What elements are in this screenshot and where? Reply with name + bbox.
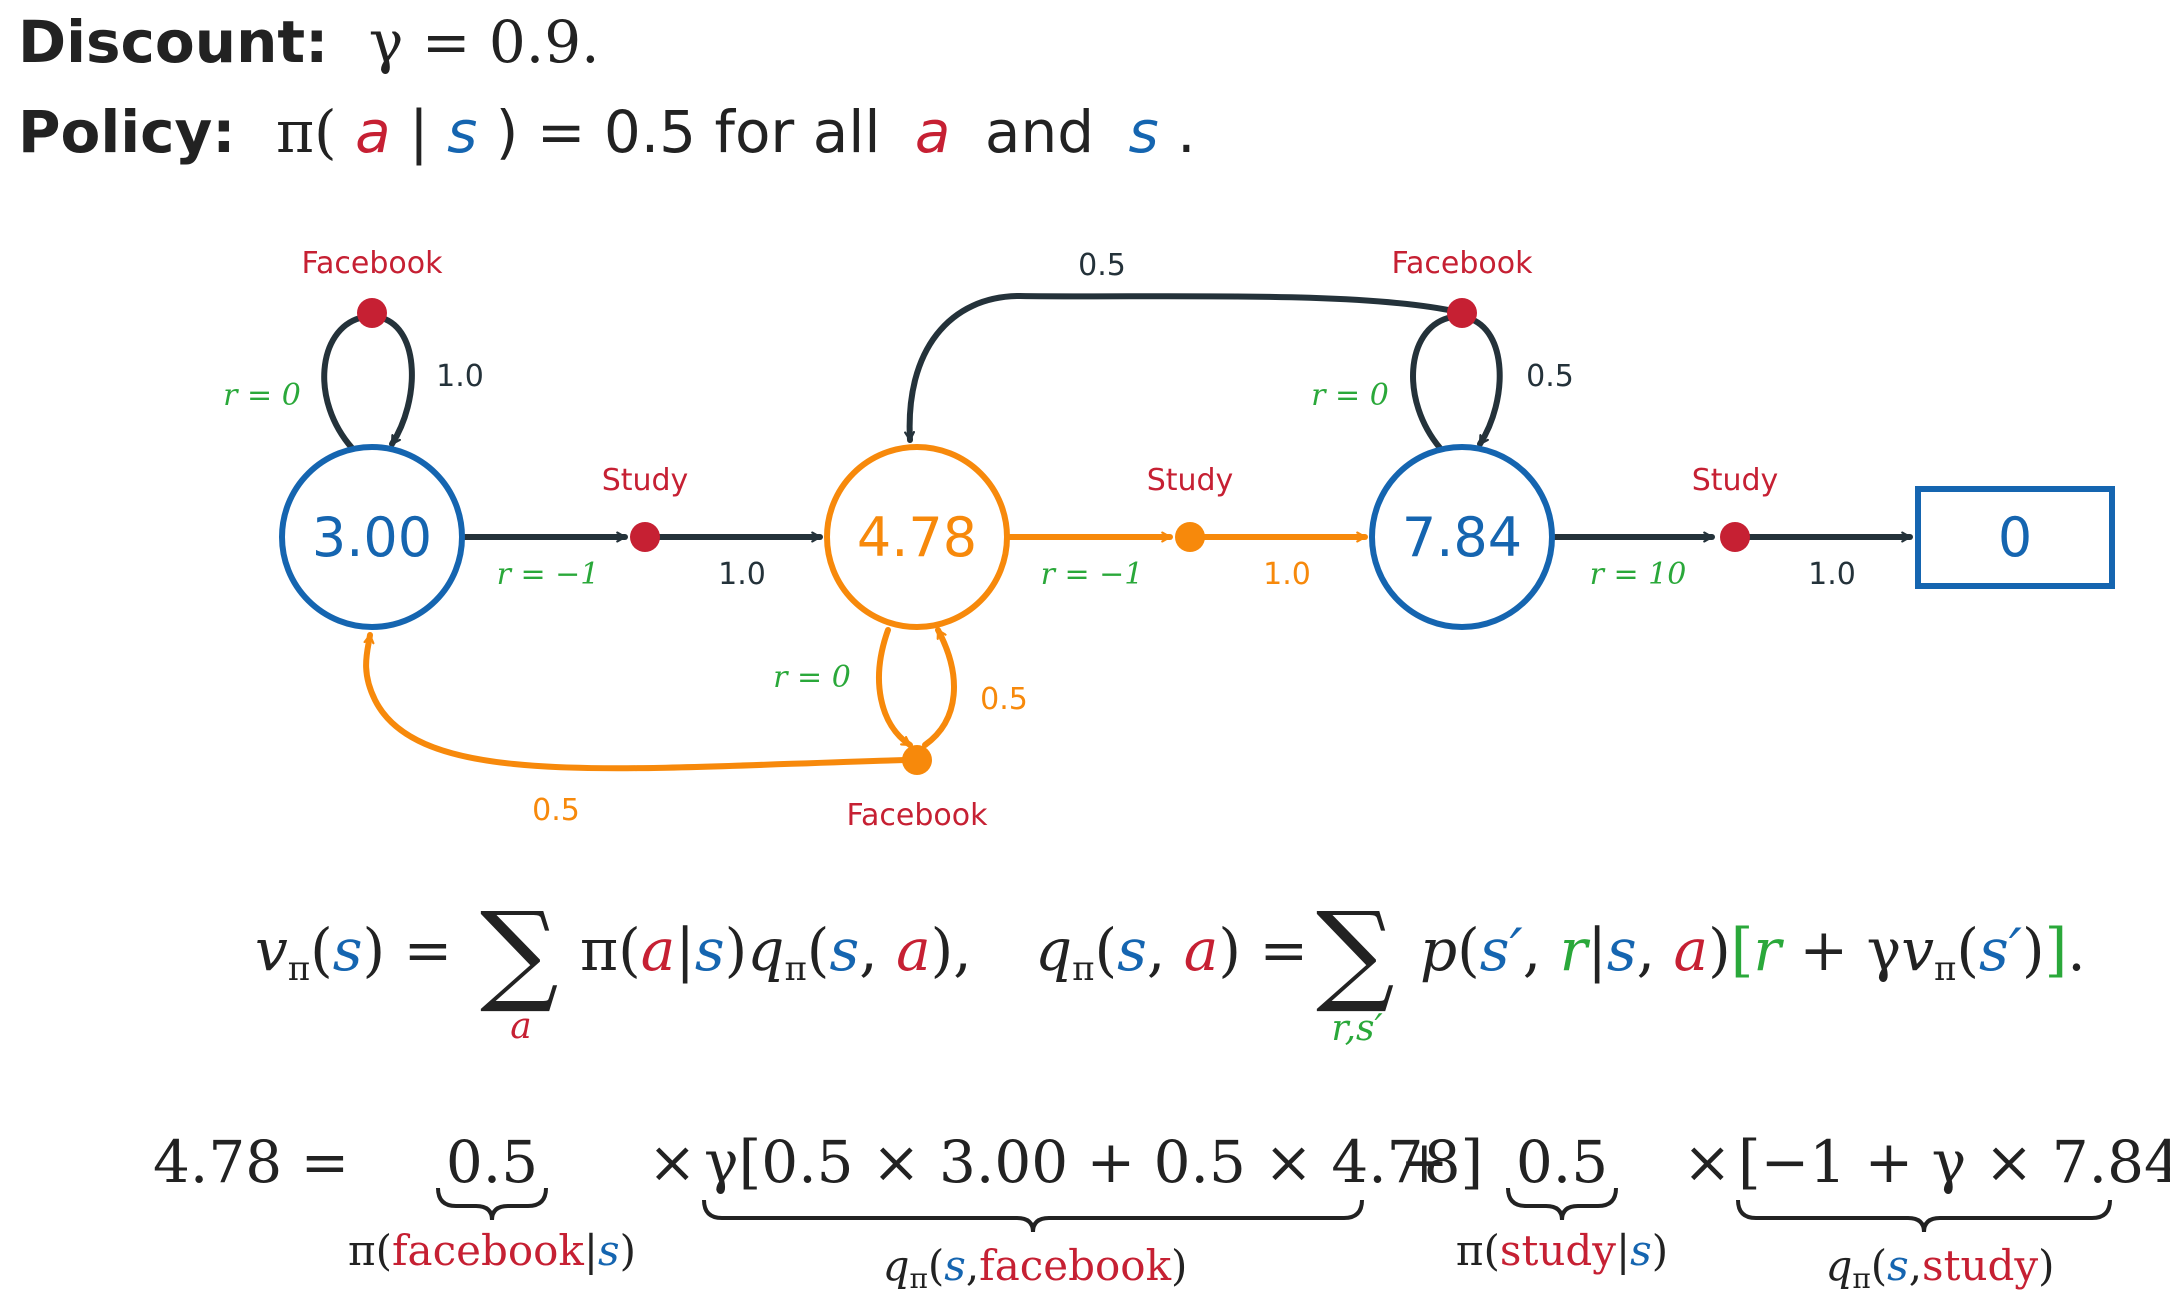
s3-study-reward: r = 10 [1590, 557, 1687, 592]
prob-facebook: 0.5 [446, 1128, 538, 1196]
action-dot-s3-study [1720, 522, 1750, 552]
action-label-s1-study: Study [602, 463, 689, 498]
action-label-s1-facebook: Facebook [302, 246, 444, 281]
sum-sub-a: a [510, 1006, 531, 1047]
policy-and: and [985, 98, 1094, 166]
numeric-lhs: 4.78 = [153, 1128, 349, 1196]
s3-study-prob: 1.0 [1808, 557, 1856, 592]
action-label-s3-facebook: Facebook [1392, 246, 1534, 281]
label-pi-study: π(study|s) [1456, 1226, 1668, 1275]
sum-symbol-1: ∑ [480, 888, 559, 1016]
action-dot-s1-study [630, 522, 660, 552]
state-node-s2: 4.78 [824, 444, 1010, 630]
s1-facebook-prob: 1.0 [436, 359, 484, 394]
bellman-q-equation: qπ(s, a) = [1035, 916, 1308, 989]
q-study-expr: [−1 + γ × 7.84] [1738, 1128, 2170, 1196]
action-label-s2-facebook: Facebook [847, 798, 989, 833]
policy-a2: a [915, 98, 951, 166]
state-node-s3: 7.84 [1369, 444, 1555, 630]
underbrace-prob-study [1506, 1187, 1618, 1221]
q-facebook-expr: γ[0.5 × 3.00 + 0.5 × 4.78] [704, 1128, 1483, 1196]
policy-rest: ) = 0.5 for all [496, 98, 881, 166]
facebook-to-s2-back-edge [904, 292, 1461, 443]
state-value-s2: 4.78 [857, 506, 977, 569]
action-dot-s3-facebook [1447, 298, 1477, 328]
facebook-to-s1-edge [379, 315, 415, 447]
times-2: × [1683, 1128, 1732, 1196]
s1-study-reward: r = −1 [497, 557, 600, 592]
s2-to-facebook-edge [876, 627, 913, 748]
nodes: 3.00 4.78 7.84 0 [279, 298, 2115, 775]
state-value-s1: 3.00 [312, 506, 432, 569]
state-node-s1: 3.00 [279, 444, 465, 630]
underbrace-q-study [1736, 1199, 2112, 1233]
prob-study: 0.5 [1516, 1128, 1608, 1196]
sum-symbol-2: ∑ [1316, 888, 1395, 1016]
svg-text:Discount: γ = 0.9.: Discount: γ = 0.9. [18, 8, 600, 76]
s2-study-reward: r = −1 [1041, 557, 1144, 592]
edges [321, 292, 1913, 772]
underbrace-q-facebook [702, 1199, 1364, 1233]
s1-study-prob: 1.0 [718, 557, 766, 592]
action-label-s2-study: Study [1147, 463, 1234, 498]
policy-s2: s [1128, 98, 1158, 166]
s3-facebook-self-prob: 0.5 [1526, 359, 1574, 394]
discount-label: Discount: [18, 8, 328, 76]
policy-pi: π( [276, 98, 337, 166]
bellman-equations: vπ(s) = ∑ a π(a|s)qπ(s, a), qπ(s, a) = ∑… [255, 888, 2086, 1049]
policy-label: Policy: [18, 98, 236, 166]
action-dot-s2-facebook [902, 745, 932, 775]
bellman-v-rhs: π(a|s)qπ(s, a), [580, 916, 972, 989]
label-pi-facebook: π(facebook|s) [348, 1226, 636, 1275]
sum-sub-rs: r,s′ [1331, 1008, 1382, 1049]
action-dot-s2-study [1175, 522, 1205, 552]
terminal-value: 0 [1998, 506, 2032, 569]
state-value-s3: 7.84 [1402, 506, 1522, 569]
s1-facebook-reward: r = 0 [223, 378, 301, 413]
policy-end: . [1177, 98, 1195, 166]
numeric-equation: 4.78 = 0.5 π(facebook|s) × γ[0.5 × 3.00 … [153, 1128, 2170, 1295]
s1-to-facebook-edge [321, 315, 363, 451]
discount-value: γ = 0.9. [369, 8, 600, 76]
svg-text:Policy: π( a: Policy: π( a | s ) = 0.5 for all a and s… [18, 98, 1196, 166]
s2-facebook-self-prob: 0.5 [980, 682, 1028, 717]
action-dot-s1-facebook [357, 298, 387, 328]
bellman-v-equation: vπ(s) = [255, 916, 452, 989]
s2-study-prob: 1.0 [1263, 557, 1311, 592]
policy-bar: | [409, 98, 429, 166]
s2-facebook-reward: r = 0 [773, 660, 851, 695]
plus: + [1400, 1128, 1449, 1196]
label-q-study: qπ(s,study) [1825, 1241, 2054, 1295]
facebook-to-s3-edge [1465, 315, 1503, 447]
underbrace-prob-facebook [436, 1187, 548, 1221]
label-q-facebook: qπ(s,facebook) [883, 1241, 1188, 1295]
terminal-node: 0 [1915, 486, 2115, 589]
policy-s: s [447, 98, 477, 166]
s2-facebook-back-prob: 0.5 [532, 793, 580, 828]
diagram-labels: Facebook Study Study Facebook Facebook S… [223, 246, 1856, 833]
s3-facebook-back-prob: 0.5 [1078, 248, 1126, 283]
header: Discount: γ = 0.9. Policy: π( a | s ) = … [18, 8, 1196, 166]
action-label-s3-study: Study [1692, 463, 1779, 498]
bellman-q-rhs: p(s′, r|s, a)[r + γvπ(s′)]. [1420, 916, 2086, 989]
facebook-to-s2-edge [922, 627, 957, 748]
times-1: × [648, 1128, 697, 1196]
s3-facebook-reward: r = 0 [1311, 378, 1389, 413]
policy-a: a [355, 98, 391, 166]
facebook-to-s1-back-edge [363, 632, 908, 772]
s3-to-facebook-edge [1410, 315, 1451, 451]
